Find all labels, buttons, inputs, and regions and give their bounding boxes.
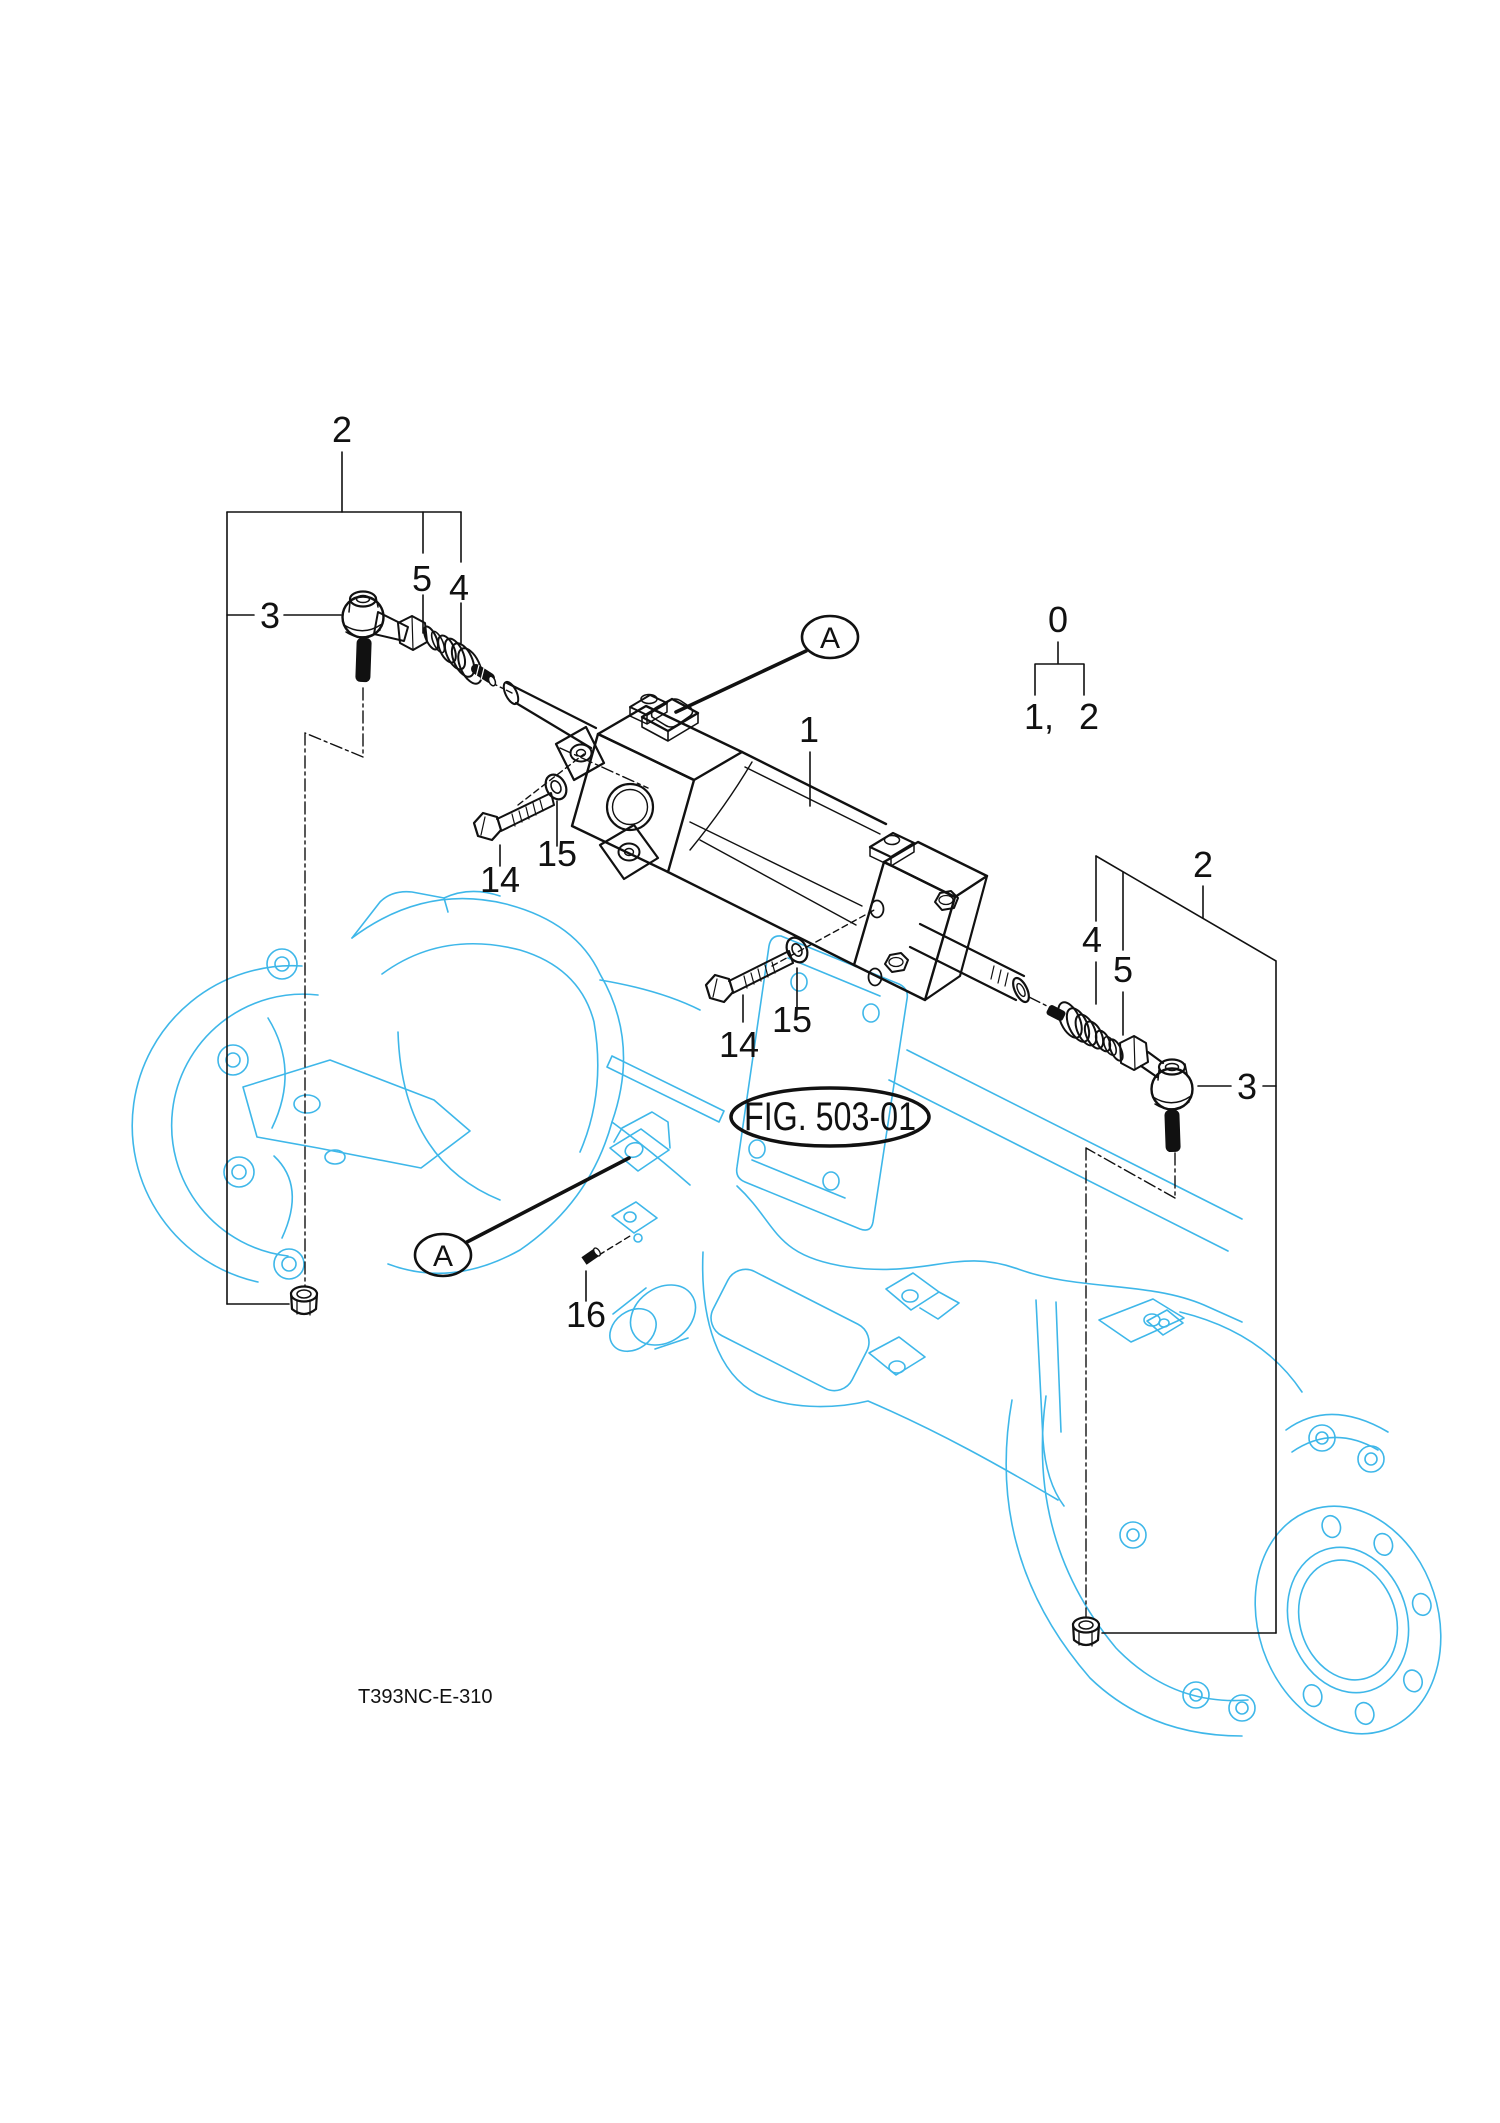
part-label-14-14: 14 <box>719 1024 759 1065</box>
hydraulic-port-fittings <box>629 693 700 742</box>
tie-rod-left-drawing <box>341 590 497 687</box>
leader-lines <box>226 451 1277 1634</box>
part-label-14-8: 14 <box>480 859 520 900</box>
part-label-5-12: 5 <box>1113 949 1133 990</box>
part-label-15-13: 15 <box>772 999 812 1040</box>
castle-nut-right <box>1071 1616 1101 1647</box>
detail-callout-letter: A <box>433 1240 453 1273</box>
washer-right <box>785 936 809 964</box>
piston-rod-right <box>908 922 1030 1004</box>
part-label-2-10: 2 <box>1193 844 1213 885</box>
front-axle-housing-drawing <box>131 890 1442 1737</box>
part-label-2-0: 2 <box>332 409 352 450</box>
detail-callout-bottom: A <box>413 1232 473 1278</box>
tie-rod-inner-right <box>1046 1001 1165 1079</box>
piston-rod-left <box>502 680 598 750</box>
tie-rod-inner-left <box>397 615 497 687</box>
part-label-3-15: 3 <box>1237 1066 1257 1107</box>
tie-rod-end-left <box>341 590 409 683</box>
detail-callout-top: A <box>800 614 860 660</box>
spring-pin <box>581 1247 601 1265</box>
part-label-4-3: 4 <box>449 567 469 608</box>
part-label-2-6: 2 <box>1079 696 1099 737</box>
mounting-bolt-right <box>704 950 794 1004</box>
kingpin-boss <box>609 1284 697 1353</box>
axle-center-flange <box>735 935 909 1231</box>
part-label-3-1: 3 <box>260 595 280 636</box>
cylinder-end-cap <box>852 831 989 1002</box>
figure-reference-text: FIG. 503-01 <box>744 1095 916 1139</box>
steering-cylinder-drawing <box>502 680 1030 1004</box>
detail-a-pointer-bottom <box>465 1156 631 1244</box>
part-label-16-16: 16 <box>566 1294 606 1335</box>
tie-rod-right-drawing <box>1046 1001 1194 1153</box>
tie-rod-end-right <box>1150 1058 1194 1153</box>
detail-callout-letter: A <box>820 622 840 655</box>
axle-beam <box>606 1049 1243 1501</box>
differential-cover <box>131 948 319 1283</box>
drawing-code: T393NC-E-310 <box>358 1686 493 1708</box>
differential-housing <box>351 890 701 1275</box>
figure-reference-callout: FIG. 503-01 <box>729 1086 931 1148</box>
part-label-1-7: 1 <box>799 709 819 750</box>
centerlines <box>304 679 1176 1618</box>
steering-arm <box>242 1059 471 1169</box>
part-label-0-4: 0 <box>1048 599 1068 640</box>
detail-a-pointer-top <box>674 649 808 714</box>
washer-left <box>544 773 568 801</box>
part-label-15-9: 15 <box>537 833 577 874</box>
part-label-1-5: 1, <box>1024 696 1054 737</box>
castle-nut-left <box>289 1285 319 1316</box>
cylinder-barrel <box>666 750 888 968</box>
part-label-4-11: 4 <box>1082 919 1102 960</box>
part-label-5-2: 5 <box>412 558 432 599</box>
right-knuckle-hub <box>1005 1298 1442 1737</box>
